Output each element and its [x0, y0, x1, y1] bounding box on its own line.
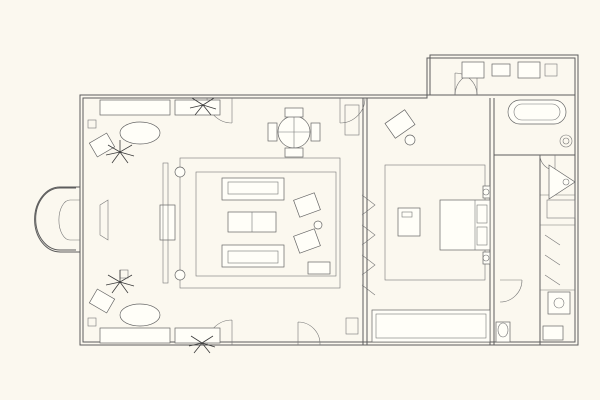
door-swing-icon — [339, 97, 366, 124]
bathtub-icon — [507, 99, 567, 125]
bathroom — [495, 99, 576, 343]
partition-living-bedroom — [362, 98, 368, 345]
floor-lamp — [313, 220, 323, 230]
west-bay-terrace — [87, 97, 221, 354]
floor-lamp — [174, 166, 186, 178]
lounge-chair — [517, 61, 541, 79]
lounge-chair — [88, 288, 116, 314]
desk — [397, 207, 421, 237]
floor-lamp — [174, 269, 186, 281]
walls — [34, 54, 579, 346]
partition-bedroom-bath — [489, 98, 495, 345]
armchair — [293, 228, 321, 254]
dining-chair — [284, 147, 304, 158]
toilet-icon — [495, 321, 511, 343]
door-swing-icon — [499, 279, 523, 303]
dining-chair — [310, 122, 321, 142]
dining-chair — [267, 122, 278, 142]
sofa-bottom — [221, 244, 285, 268]
living-room — [159, 157, 341, 289]
dining-nook — [267, 104, 360, 158]
lounge-chair — [88, 132, 116, 158]
folding-door — [361, 194, 376, 296]
shower-icon — [548, 164, 576, 200]
west-bay-wall — [34, 186, 80, 253]
side-table — [404, 134, 416, 146]
toilet-icon — [542, 325, 564, 341]
tv-console — [159, 204, 176, 241]
dining-chair — [284, 107, 304, 118]
plant-icon — [105, 140, 135, 164]
plant-icon — [189, 97, 217, 116]
sofa-top — [221, 177, 285, 201]
side-table — [491, 63, 511, 77]
sink-icon — [562, 137, 570, 145]
armchair — [293, 192, 321, 218]
oval-side-table — [119, 303, 161, 327]
plant-icon — [188, 335, 216, 354]
plant-icon — [105, 270, 135, 294]
lounge-chair — [461, 61, 485, 79]
wall-panel — [162, 162, 169, 284]
wardrobe — [540, 224, 575, 286]
bedroom — [345, 109, 491, 343]
balcony — [461, 61, 558, 79]
door-swing-icon — [297, 321, 321, 346]
sink-icon — [547, 291, 571, 315]
doors — [206, 72, 556, 346]
lounge-chair — [384, 109, 416, 139]
double-bed — [439, 199, 491, 251]
oval-side-table — [119, 121, 161, 145]
wardrobe-bench — [371, 309, 491, 343]
